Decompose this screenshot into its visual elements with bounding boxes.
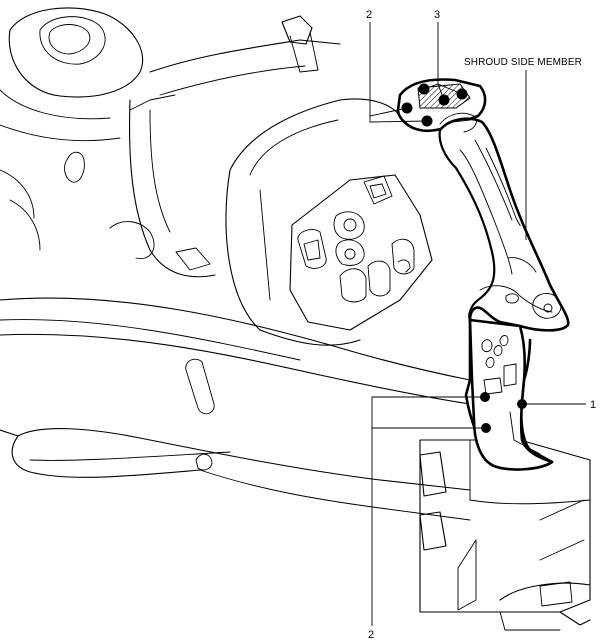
leader-3-c [437, 83, 463, 95]
callout-2-top: 2 [366, 9, 372, 21]
leader-2-bottom-a [371, 396, 485, 626]
leader-2-top-b [369, 116, 428, 123]
leader-lines [369, 22, 586, 626]
labels: 2 3 SHROUD SIDE MEMBER 1 2 [366, 9, 596, 641]
callout-1: 1 [590, 399, 596, 411]
label-shroud-side-member: SHROUD SIDE MEMBER [464, 57, 582, 68]
leader-3-b [437, 83, 445, 101]
vehicle-body-structure [0, 7, 591, 631]
shroud-side-member-part [396, 78, 570, 471]
callout-2-bottom: 2 [368, 629, 374, 641]
callout-3: 3 [434, 9, 440, 21]
